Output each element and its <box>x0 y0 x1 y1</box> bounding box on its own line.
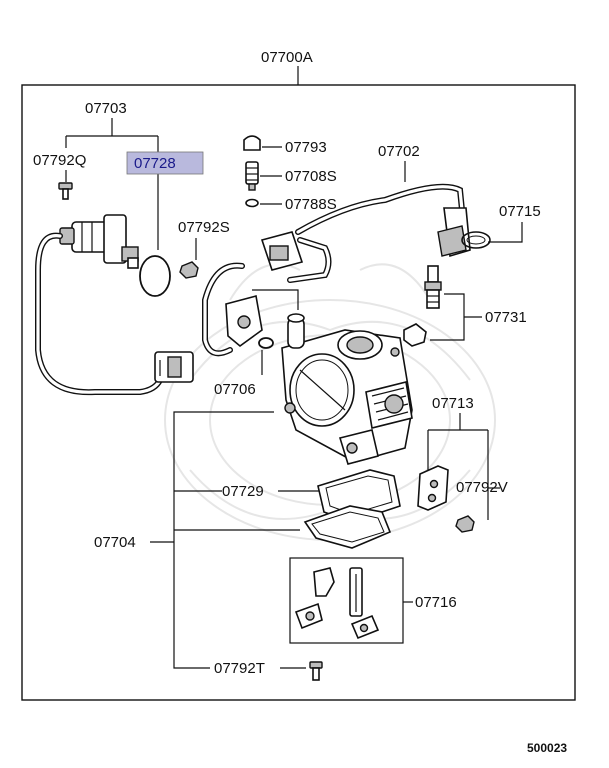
label-07713[interactable]: 07713 <box>432 395 474 412</box>
nut-07731 <box>403 323 427 347</box>
sensor-07731 <box>424 265 442 309</box>
label-07715[interactable]: 07715 <box>499 203 541 220</box>
label-07706[interactable]: 07706 <box>214 381 256 398</box>
label-07792Q[interactable]: 07792Q <box>33 152 86 169</box>
cap-07793 <box>243 135 261 151</box>
label-07788S[interactable]: 07788S <box>285 196 337 213</box>
bolt-07792T <box>309 661 323 681</box>
label-07792T[interactable]: 07792T <box>214 660 265 677</box>
label-07702[interactable]: 07702 <box>378 143 420 160</box>
label-07728[interactable]: 07728 <box>134 155 176 172</box>
label-07700A[interactable]: 07700A <box>261 49 313 66</box>
label-07703[interactable]: 07703 <box>85 100 127 117</box>
diagram-code: 500023 <box>527 741 567 755</box>
label-07792V[interactable]: 07792V <box>456 479 508 496</box>
bolt-07792S <box>179 261 199 279</box>
label-07704[interactable]: 07704 <box>94 534 136 551</box>
sensor-07708S <box>245 161 259 191</box>
label-07731[interactable]: 07731 <box>485 309 527 326</box>
iac-harness <box>35 232 194 396</box>
connector-07715-boot <box>437 207 471 258</box>
highlight-07728 <box>126 151 204 175</box>
label-07793[interactable]: 07793 <box>285 139 327 156</box>
label-07716[interactable]: 07716 <box>415 594 457 611</box>
bolt-07792V <box>455 515 475 533</box>
label-07729[interactable]: 07729 <box>222 483 264 500</box>
seal-07706 <box>258 337 274 349</box>
clamp-07715 <box>461 231 491 249</box>
washer-07788S <box>245 198 259 208</box>
throttle-position-sensor <box>202 262 263 357</box>
box-07716 <box>289 557 404 644</box>
o-ring-07728 <box>139 255 171 297</box>
throttle-body <box>281 313 413 465</box>
gasket-07729 <box>317 469 401 523</box>
bracket-07713 <box>417 465 449 511</box>
harness-07702 <box>260 183 465 283</box>
idle-air-control-motor <box>59 214 139 269</box>
label-07708S[interactable]: 07708S <box>285 168 337 185</box>
bolt-07792Q <box>58 182 73 200</box>
label-07792S[interactable]: 07792S <box>178 219 230 236</box>
clips-07716 <box>294 567 380 640</box>
gasket-lower <box>303 505 392 549</box>
